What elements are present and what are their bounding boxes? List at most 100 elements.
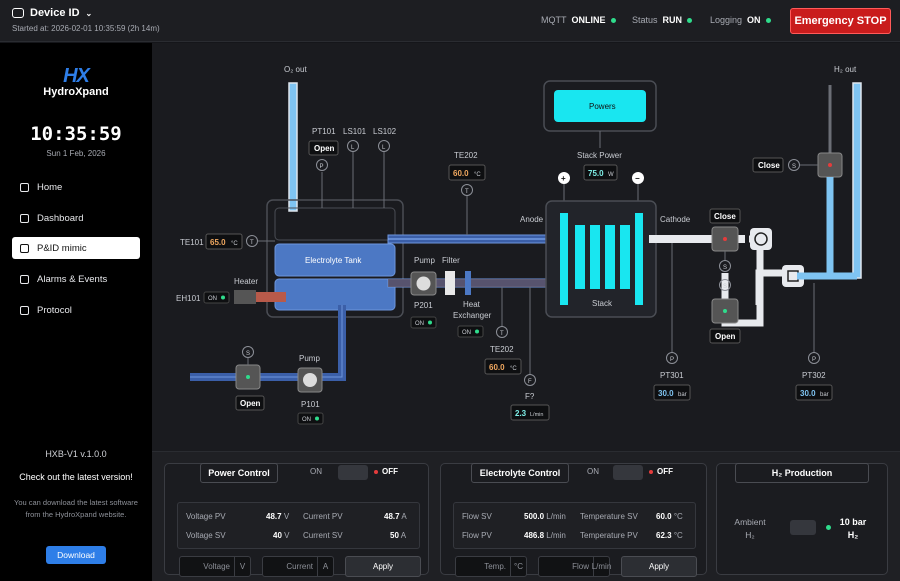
- date: Sun 1 Feb, 2026: [46, 149, 106, 158]
- pt302-readout: [795, 384, 833, 401]
- nav-alarms[interactable]: Alarms & Events: [12, 268, 140, 290]
- flow-pv-label: Flow PV: [462, 531, 492, 540]
- device-id: Device ID: [30, 7, 80, 19]
- p101-open-button[interactable]: [235, 395, 265, 411]
- heater[interactable]: [234, 290, 256, 304]
- logo: HX HydroXpand: [43, 65, 109, 98]
- hx-toggle[interactable]: [457, 325, 484, 338]
- drain-open-button[interactable]: [709, 328, 741, 344]
- power-toggle-group: ON OFF: [310, 465, 398, 480]
- hx-on: ON: [462, 330, 471, 336]
- tank-label: Electrolyte Tank: [305, 256, 362, 265]
- drain-sensor-icon: [719, 279, 731, 291]
- control-panels: Power Control ON OFF Voltage PV 48.7 V C…: [152, 451, 900, 581]
- electrolyte-off-label: OFF: [649, 467, 673, 476]
- cathode-close-label: Close: [714, 212, 736, 221]
- te101-label: TE101: [180, 238, 204, 247]
- gauge-icon: [754, 232, 768, 246]
- flow-sensor-letter: F: [528, 379, 532, 385]
- sidebar: HX HydroXpand 10:35:59 Sun 1 Feb, 2026 H…: [0, 43, 152, 581]
- temp-input[interactable]: Temp.°C: [455, 556, 527, 577]
- device-selector[interactable]: Device ID ⌄: [12, 7, 92, 19]
- stack-power-value: 75.0: [588, 169, 604, 178]
- p101-toggle[interactable]: [297, 412, 324, 425]
- electrolyte-apply-button[interactable]: Apply: [621, 556, 697, 577]
- power-values: Voltage PV 48.7 V Current PV 48.7 A Volt…: [177, 502, 420, 549]
- powers-label: Powers: [589, 102, 616, 111]
- drain-valve-dot: [723, 309, 727, 313]
- h2-production-title: H₂ Production: [735, 463, 869, 483]
- nav-dashboard[interactable]: Dashboard: [12, 207, 140, 229]
- stack-plate-2: [575, 225, 585, 289]
- te202-top-label: TE202: [454, 151, 478, 160]
- stack-power-label: Stack Power: [577, 151, 622, 160]
- ls101-sensor-icon: [347, 140, 359, 152]
- cathode-valve-dot: [723, 237, 727, 241]
- heat-exchanger-label-2: Exchanger: [453, 311, 492, 320]
- h2-mode-toggle[interactable]: [790, 520, 816, 535]
- h2-valve-sensor-icon: [788, 159, 800, 171]
- stack-plate-5: [620, 225, 630, 289]
- nav-pid-mimic[interactable]: P&ID mimic: [12, 237, 140, 259]
- pt301-label: PT301: [660, 371, 684, 380]
- h2-close-button[interactable]: [752, 157, 784, 173]
- pressure-regulator[interactable]: [750, 228, 772, 250]
- download-text: You can download the latest software fro…: [14, 498, 138, 519]
- emergency-stop-button[interactable]: Emergency STOP: [790, 8, 891, 34]
- cathode-close-button[interactable]: [709, 208, 741, 224]
- clock: 10:35:59: [30, 123, 122, 145]
- plus-terminal-icon: [558, 172, 570, 184]
- power-on-label: ON: [310, 467, 322, 476]
- temperature-sv-label: Temperature SV: [580, 512, 638, 521]
- h2-valve-sensor-letter: S: [792, 164, 796, 170]
- download-button[interactable]: Download: [46, 546, 106, 564]
- pt302-unit: bar: [820, 392, 829, 398]
- heat-exchanger-label-1: Heat: [463, 300, 481, 309]
- electrolyte-tank[interactable]: [274, 243, 396, 277]
- anode-label: Anode: [520, 215, 544, 224]
- p201-toggle[interactable]: [410, 316, 437, 329]
- home-icon: [20, 182, 29, 192]
- voltage-pv: 48.7 V: [266, 512, 290, 521]
- electrolyte-toggle[interactable]: [613, 465, 643, 480]
- pt301-unit: bar: [678, 392, 687, 398]
- protocol-icon: [20, 305, 29, 315]
- p201-dot: [428, 320, 432, 325]
- tank-top: [274, 207, 396, 241]
- te202-bot-readout: [484, 358, 522, 375]
- te101-sensor-letter: T: [250, 240, 254, 246]
- flow-label: F?: [525, 392, 535, 401]
- flow-sv: 500.0 L/min: [524, 512, 566, 521]
- powers-box: [554, 90, 646, 122]
- nav-protocol[interactable]: Protocol: [12, 299, 140, 321]
- temperature-pv: 62.3 °C: [656, 531, 683, 540]
- filter-label: Filter: [442, 256, 460, 265]
- chevron-down-icon: ⌄: [85, 8, 93, 18]
- power-toggle[interactable]: [338, 465, 368, 480]
- pump-p201-label: Pump: [414, 256, 435, 265]
- flow-readout: [510, 404, 550, 421]
- p201-label: P201: [414, 301, 433, 310]
- p201-pump-icon: [416, 276, 431, 291]
- electrolyte-toggle-group: ON OFF: [587, 465, 673, 480]
- p101-dot: [315, 416, 319, 421]
- heat-exchanger: [465, 271, 471, 295]
- eh101-toggle[interactable]: [203, 291, 230, 304]
- pt101-open-button[interactable]: [308, 140, 339, 156]
- p101-open-label: Open: [240, 399, 261, 408]
- ls101-sensor-letter: L: [351, 145, 355, 151]
- nav-home[interactable]: Home: [12, 176, 140, 198]
- plus-terminal-label: +: [561, 174, 566, 183]
- pt301-readout: [653, 384, 691, 401]
- minus-terminal-label: −: [635, 174, 640, 183]
- tank-bottom: [274, 278, 396, 311]
- pt302-value: 30.0: [800, 389, 816, 398]
- power-apply-button[interactable]: Apply: [345, 556, 421, 577]
